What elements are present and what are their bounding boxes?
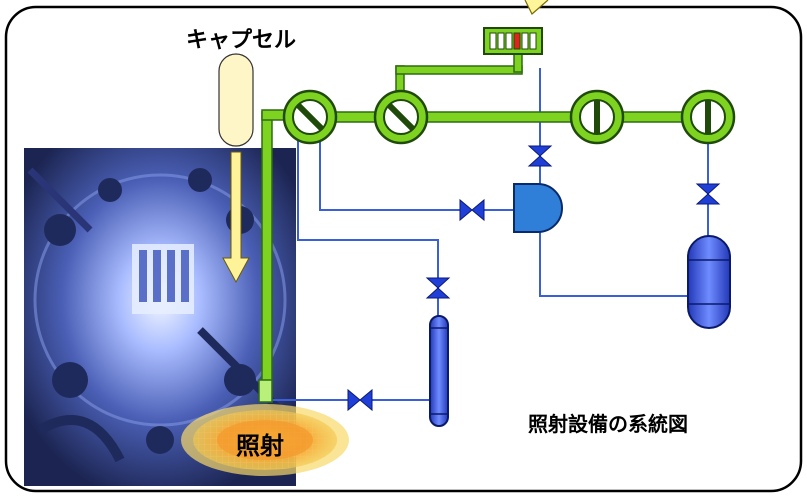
capsule — [218, 53, 254, 147]
blue-piping — [270, 68, 709, 420]
tank-icon — [687, 235, 731, 329]
gate-valve-icon — [527, 145, 553, 167]
rotary-valve-icon — [373, 89, 429, 145]
pump-icon — [513, 183, 563, 233]
rotary-valve-icon — [680, 89, 736, 145]
down-arrow-icon — [222, 151, 250, 284]
irradiation-label: 照射 — [236, 432, 284, 460]
capsule-label: キャプセル — [186, 28, 297, 53]
control-panel-icon — [483, 27, 543, 55]
diagram-title: 照射設備の系統図 — [528, 412, 688, 436]
gate-valve-icon — [347, 388, 373, 412]
rotary-valve-icon — [282, 89, 338, 145]
irradiation-zone — [181, 404, 349, 476]
tank-icon — [429, 315, 449, 427]
gate-valve-icon — [695, 183, 721, 205]
reactor-core-photo — [24, 148, 296, 486]
callout-tail — [524, 0, 549, 15]
gate-valve-icon — [425, 277, 451, 299]
gate-valve-icon — [459, 198, 485, 222]
rotary-valve-icon — [569, 89, 625, 145]
